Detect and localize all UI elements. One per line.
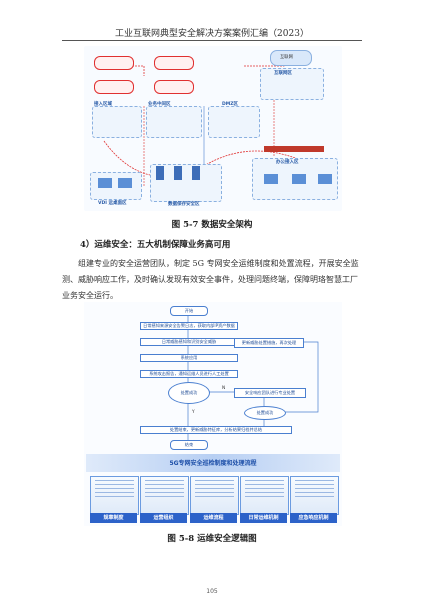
server-icon xyxy=(156,166,164,180)
internet-zone-label: 互联网区 xyxy=(274,71,292,76)
card-label-organization: 运营组织 xyxy=(140,513,187,523)
access-zone xyxy=(92,106,142,138)
core-zone-label: 业务中间区 xyxy=(148,102,171,107)
flow-decision-2: 处置成功 xyxy=(244,406,286,420)
figure1-caption: 图 5-7 数据安全架构 xyxy=(171,220,253,230)
flow-step-3: 系统应用 xyxy=(140,354,238,362)
page-header: 工业互联网典型安全解决方案案例汇编（2023） xyxy=(115,29,309,39)
internet-cloud-icon xyxy=(270,50,312,66)
flow-step-7: 处置结束，更新威胁特征库，分析结果归档并总结 xyxy=(140,426,292,434)
flow-pill xyxy=(154,56,194,70)
flow-end: 结束 xyxy=(170,440,208,450)
data-zone-label: 数据保存安全区 xyxy=(168,202,200,207)
card-label-emergency: 应急响应机制 xyxy=(290,513,337,523)
card-image xyxy=(240,476,289,515)
flow-step-5: 安全响应团队进行专业处置 xyxy=(234,388,306,398)
access-zone-label: 接入区域 xyxy=(94,102,112,107)
computer-icon xyxy=(98,178,112,188)
flow-step-2: 日常威胁感知和识别安全威胁 xyxy=(140,338,238,346)
section-paragraph: 组建专业的安全运营团队，制定 5G 专网安全运维制度和处置流程，开展安全监测、威… xyxy=(62,259,359,300)
flow-pill xyxy=(94,80,134,94)
card-image xyxy=(190,476,239,515)
page-number: 105 xyxy=(206,588,218,595)
dmz-zone-label: DMZ区 xyxy=(222,102,238,107)
header-divider xyxy=(62,40,362,41)
internet-label: 互联网 xyxy=(280,55,293,60)
server-icon xyxy=(192,166,200,180)
card-label-rules: 规章制度 xyxy=(90,513,137,523)
om-banner-title: 5G专网安全巡检制度和处理流程 xyxy=(169,460,257,467)
data-security-architecture-diagram: 互联网 互联网区 接入区域 业务中间区 DMZ区 办公接入区 数据保存安全区 V… xyxy=(84,46,342,211)
card-image xyxy=(140,476,189,515)
firewall-icon xyxy=(264,146,324,152)
card-label-process: 运维流程 xyxy=(190,513,237,523)
vdi-zone-label: VDI 远桌面区 xyxy=(98,201,127,206)
flow-step-6: 更新威胁处置措施，再次处理 xyxy=(234,338,304,348)
dmz-zone xyxy=(208,106,260,138)
flow-yes-label: Y xyxy=(192,410,195,415)
flow-decision-1: 处置成功 xyxy=(168,382,210,404)
section-heading: 4）运维安全：五大机制保障业务高可用 xyxy=(80,240,231,250)
om-banner xyxy=(86,454,340,472)
figure2-caption: 图 5-8 运维安全逻辑图 xyxy=(167,534,257,544)
computer-icon xyxy=(318,174,332,184)
flow-step-1: 日常感知来源安全告警日志，获取内部IP资产数据 xyxy=(140,322,238,330)
flow-pill xyxy=(94,56,134,70)
card-label-daily: 日常运维机制 xyxy=(240,513,287,523)
computer-icon xyxy=(292,174,306,184)
computer-icon xyxy=(118,178,132,188)
server-icon xyxy=(174,166,182,180)
office-zone-label: 办公接入区 xyxy=(276,160,299,165)
card-image xyxy=(290,476,339,515)
flow-no-label: N xyxy=(222,386,226,391)
core-zone xyxy=(146,106,202,138)
computer-icon xyxy=(264,174,278,184)
flow-start: 开始 xyxy=(170,306,208,316)
internet-zone xyxy=(260,68,324,100)
flow-step-4: 系统攻击报告，通知运维人员进行人工处置 xyxy=(140,370,238,378)
card-image xyxy=(90,476,139,515)
flow-pill xyxy=(154,80,194,94)
